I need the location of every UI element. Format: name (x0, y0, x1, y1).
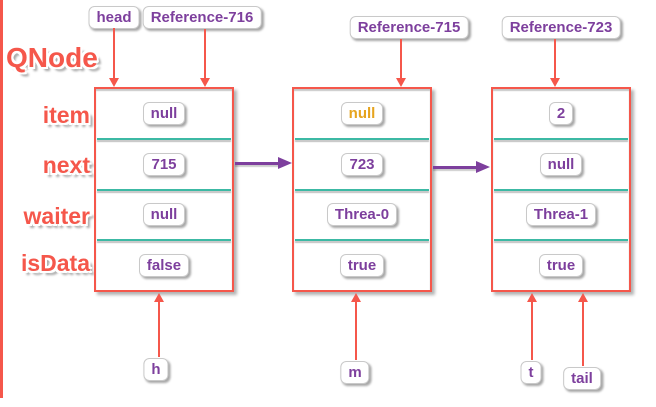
tail-pointer-label: tail (563, 367, 601, 390)
node3-next-value: null (539, 152, 583, 176)
node1-item-cell: null (96, 89, 232, 138)
node3-isdata-cell: true (493, 241, 629, 290)
t-pointer-label: t (520, 361, 542, 384)
h-pointer-label: h (143, 358, 169, 381)
node2-item-cell: null (294, 89, 430, 138)
node3-isdata-value: true (538, 254, 584, 278)
reference-723-label: Reference-723 (501, 16, 621, 39)
row-divider (295, 239, 429, 242)
node2-isdata-cell: true (294, 241, 430, 290)
row-divider (494, 137, 628, 140)
node1-item-value: null (142, 101, 186, 125)
node2-isdata-value: true (339, 254, 385, 278)
node2-waiter-value: Threa-0 (326, 203, 398, 227)
reference-716-label: Reference-716 (142, 6, 262, 29)
row-divider (295, 188, 429, 191)
row-divider (97, 137, 231, 140)
node1-waiter-cell: null (96, 191, 232, 240)
field-label-isdata: isData (20, 250, 90, 276)
field-label-next: next (42, 152, 90, 178)
node2-waiter-cell: Threa-0 (294, 191, 430, 240)
node3-waiter-value: Threa-1 (525, 203, 597, 227)
row-divider (494, 188, 628, 191)
node-box-2: null 723 Threa-0 true (292, 87, 432, 292)
node1-next-value: 715 (143, 152, 185, 176)
node1-next-cell: 715 (96, 140, 232, 189)
field-label-waiter: waiter (23, 203, 90, 229)
node3-item-value: 2 (548, 101, 574, 125)
node2-item-value: null (340, 101, 384, 125)
m-pointer-label: m (340, 361, 370, 384)
node1-isdata-value: false (138, 254, 190, 278)
node1-isdata-cell: false (96, 241, 232, 290)
node3-waiter-cell: Threa-1 (493, 191, 629, 240)
left-border-line (0, 0, 3, 398)
head-reference-label: head (88, 6, 140, 29)
row-divider (97, 239, 231, 242)
field-label-item: item (42, 102, 90, 128)
row-divider (97, 188, 231, 191)
row-divider (494, 239, 628, 242)
node-box-3: 2 null Threa-1 true (491, 87, 631, 292)
node3-next-cell: null (493, 140, 629, 189)
node-box-1: null 715 null false (94, 87, 234, 292)
node3-item-cell: 2 (493, 89, 629, 138)
node2-next-value: 723 (341, 152, 383, 176)
row-divider (295, 137, 429, 140)
qnode-class-label: QNode (6, 42, 98, 73)
node1-waiter-value: null (142, 203, 186, 227)
reference-715-label: Reference-715 (349, 16, 469, 39)
node2-next-cell: 723 (294, 140, 430, 189)
